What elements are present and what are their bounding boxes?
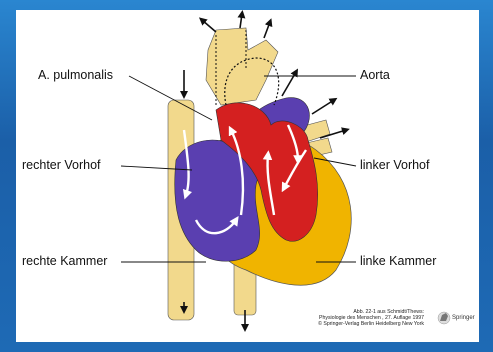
heart-diagram bbox=[16, 10, 479, 342]
slide: A. pulmonalis Aorta rechter Vorhof linke… bbox=[16, 10, 479, 342]
great-vessels-trunk bbox=[206, 28, 278, 105]
figure-credit: Abb. 22-1 aus Schmidt/Thews: Physiologie… bbox=[314, 309, 424, 327]
label-aorta: Aorta bbox=[360, 68, 390, 82]
label-right-ventricle: rechte Kammer bbox=[22, 254, 107, 268]
publisher-name: Springer bbox=[452, 315, 475, 321]
label-left-atrium: linker Vorhof bbox=[360, 158, 429, 172]
springer-logo bbox=[438, 312, 450, 324]
label-right-atrium: rechter Vorhof bbox=[22, 158, 101, 172]
credit-line-3: © Springer-Verlag Berlin Heidelberg New … bbox=[314, 321, 424, 327]
label-left-ventricle: linke Kammer bbox=[360, 254, 436, 268]
label-pulmonary-artery: A. pulmonalis bbox=[38, 68, 113, 82]
